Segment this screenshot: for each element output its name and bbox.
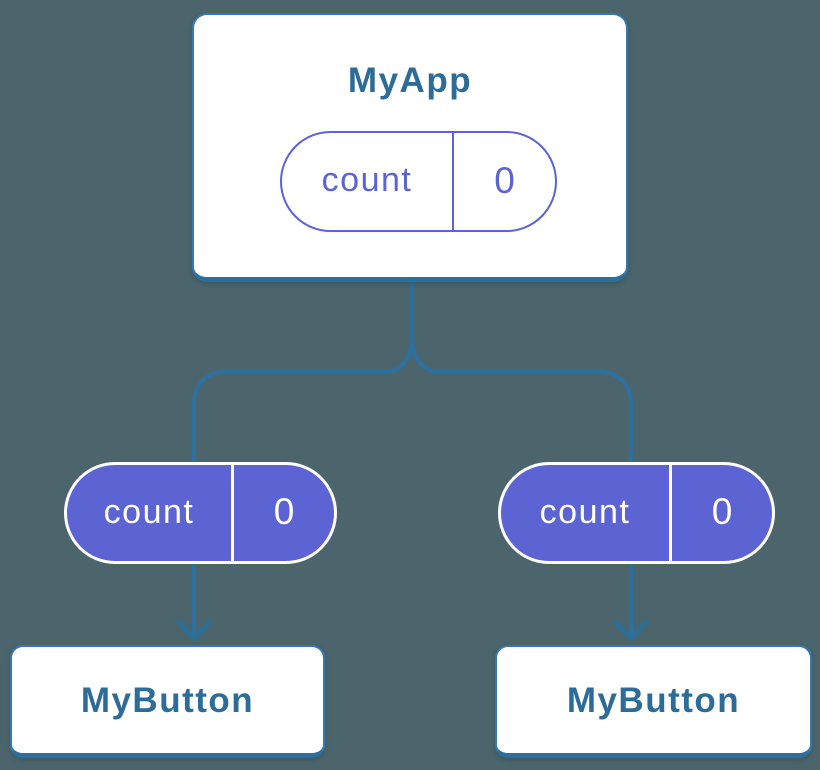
left-prop-pill: count 0	[64, 462, 337, 564]
parent-state-pill: count 0	[280, 131, 557, 232]
right-prop-pill-value: 0	[711, 491, 733, 532]
left-child-component-card: MyButton	[10, 645, 325, 758]
right-arrow-head	[612, 619, 650, 642]
parent-state-pill-value: 0	[494, 159, 515, 201]
left-prop-pill-value: 0	[273, 491, 295, 532]
left-child-component-title: MyButton	[80, 681, 255, 720]
right-branch-line	[410, 335, 633, 634]
right-prop-pill: count 0	[498, 462, 775, 564]
parent-component-card: MyApp count 0	[192, 13, 628, 282]
left-branch-line	[192, 335, 414, 634]
right-child-component-title: MyButton	[566, 681, 741, 720]
right-child-component-card: MyButton	[495, 645, 812, 758]
parent-state-pill-label: count	[282, 133, 454, 230]
left-arrow-head	[175, 619, 213, 642]
left-prop-pill-label: count	[67, 465, 234, 561]
parent-component-title: MyApp	[347, 61, 473, 100]
right-prop-pill-label: count	[501, 465, 672, 561]
